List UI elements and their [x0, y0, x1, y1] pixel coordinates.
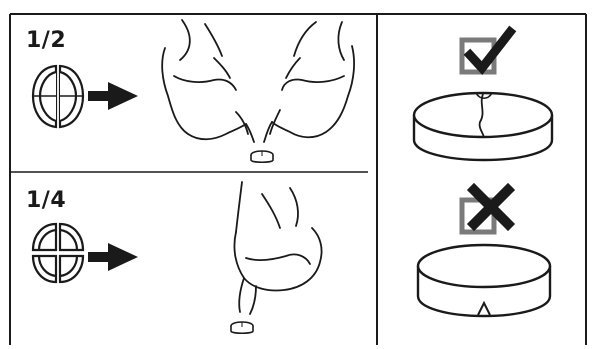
- frame: [9, 13, 587, 345]
- arrow-right-icon: [88, 243, 138, 271]
- half-fraction-label: 1/2: [26, 28, 67, 53]
- quarter-split-tablet-icon: [31, 222, 85, 284]
- single-hand-illustration: [233, 181, 323, 315]
- x-mark-icon: [466, 182, 516, 232]
- two-hands-illustration: [161, 19, 355, 143]
- quarter-fraction-label: 1/4: [26, 188, 67, 213]
- arrow-right-icon: [88, 82, 138, 110]
- correct-scored-tablet-icon: [412, 91, 554, 162]
- small-tablet-icon: [250, 150, 274, 164]
- small-tablet-icon: [230, 321, 254, 335]
- incorrect-tablet-icon: [416, 243, 552, 318]
- half-split-tablet-icon: [31, 64, 85, 129]
- check-mark-icon: [463, 25, 517, 75]
